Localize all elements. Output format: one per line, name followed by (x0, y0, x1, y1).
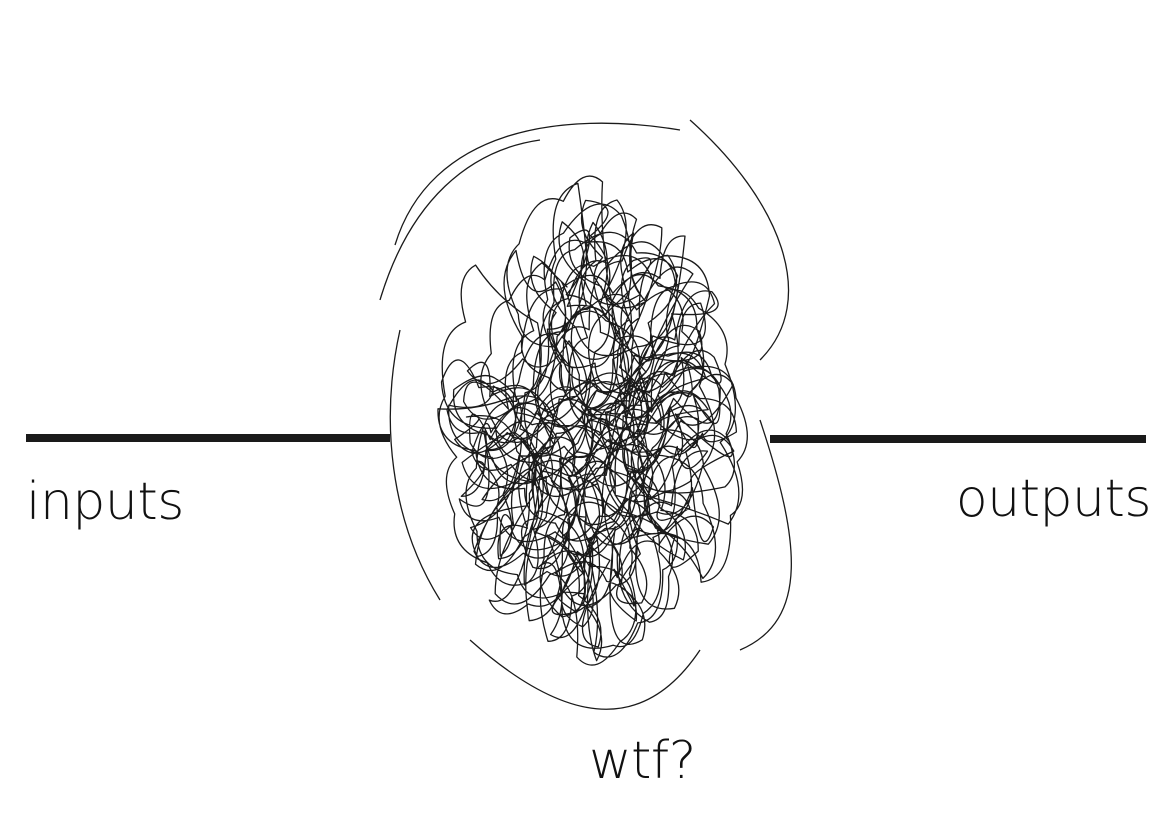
outputs-label: outputs (955, 469, 1152, 529)
scribble-outer-loop (379, 139, 541, 301)
wtf-label: wtf? (589, 731, 696, 791)
scribble-outer-loop (739, 419, 792, 651)
inputs-label: inputs (26, 472, 184, 532)
scribble-outer-loop (389, 329, 441, 601)
scribble-outer-loop (469, 639, 701, 710)
scribble-outer-loop (394, 122, 681, 246)
scribble-outer-loop (689, 119, 790, 361)
tangled-scribble (379, 119, 792, 710)
scribble-path (437, 175, 748, 666)
